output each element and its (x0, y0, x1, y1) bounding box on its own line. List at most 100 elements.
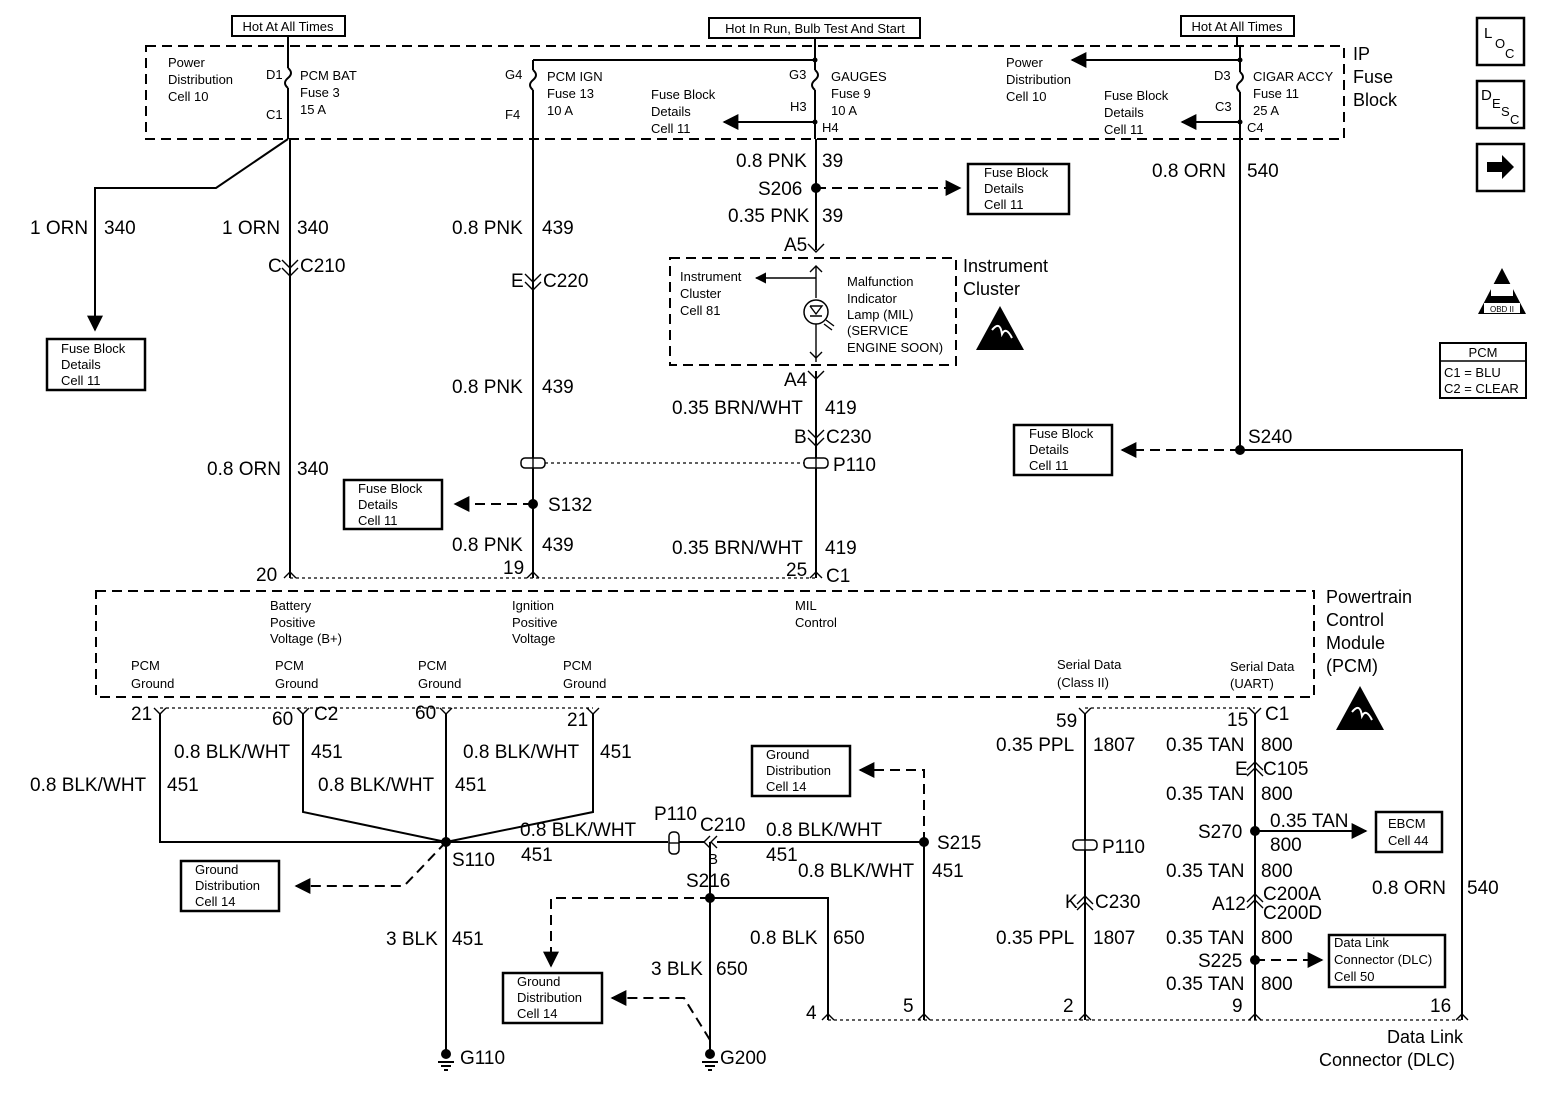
svg-text:(Class II): (Class II) (1057, 675, 1109, 690)
svg-text:1807: 1807 (1093, 928, 1135, 949)
svg-text:A12: A12 (1212, 894, 1246, 915)
ref-box-fuse-block-s206[interactable]: Fuse Block Details Cell 11 (966, 162, 1071, 216)
svg-text:Positive: Positive (512, 615, 558, 630)
svg-text:C3: C3 (1215, 99, 1232, 114)
svg-text:Ground: Ground (418, 676, 461, 691)
svg-text:0.35 PPL: 0.35 PPL (996, 735, 1074, 756)
desc-icon[interactable]: D E S C (1475, 79, 1526, 130)
svg-text:Cell 11: Cell 11 (358, 513, 398, 528)
fuse-11: D3 C3 C4 CIGAR ACCY Fuse 11 25 A (1180, 60, 1334, 139)
svg-text:PCM: PCM (275, 658, 304, 673)
ref-box-ebcm[interactable]: EBCM Cell 44 (1374, 810, 1444, 854)
svg-text:0.8 BLK/WHT: 0.8 BLK/WHT (30, 775, 147, 796)
svg-text:800: 800 (1261, 928, 1293, 949)
svg-text:Cell 44: Cell 44 (1388, 833, 1428, 848)
ref-box-fuse-block-s240[interactable]: Fuse Block Details Cell 11 (1012, 423, 1114, 477)
svg-text:439: 439 (542, 535, 574, 556)
svg-text:4: 4 (806, 1003, 817, 1024)
svg-text:Fuse Block: Fuse Block (61, 341, 126, 356)
circuit-650: S216 0.8 BLK 650 3 BLK 650 (543, 842, 865, 1050)
ref-box-ground-dist-s110[interactable]: Ground Distribution Cell 14 (179, 859, 281, 913)
ref-box-fuse-block-left[interactable]: Fuse Block Details Cell 11 (45, 337, 147, 392)
svg-text:H3: H3 (790, 99, 807, 114)
ref-box-fuse-block-s132[interactable]: Fuse Block Details Cell 11 (342, 478, 444, 531)
svg-text:419: 419 (825, 398, 857, 419)
svg-text:3 BLK: 3 BLK (386, 929, 438, 950)
svg-text:0.35 TAN: 0.35 TAN (1166, 974, 1245, 995)
svg-text:PCM IGN: PCM IGN (547, 69, 603, 84)
svg-text:10 A: 10 A (831, 103, 857, 118)
svg-text:GAUGES: GAUGES (831, 69, 887, 84)
svg-text:Battery: Battery (270, 598, 312, 613)
svg-text:Ground: Ground (517, 974, 560, 989)
svg-text:Distribution: Distribution (168, 72, 233, 87)
svg-text:C220: C220 (543, 271, 588, 292)
svg-text:3 BLK: 3 BLK (651, 959, 703, 980)
svg-text:Ground: Ground (563, 676, 606, 691)
svg-text:C: C (1510, 112, 1519, 127)
connector-p110-mid: P110 (654, 804, 697, 855)
svg-text:39: 39 (822, 206, 843, 227)
loc-icon[interactable]: L O C (1475, 16, 1526, 67)
svg-text:1 ORN: 1 ORN (30, 218, 88, 239)
svg-text:PCM: PCM (131, 658, 160, 673)
svg-text:0.8 BLK/WHT: 0.8 BLK/WHT (798, 861, 915, 882)
svg-text:340: 340 (104, 218, 136, 239)
svg-text:G110: G110 (460, 1048, 505, 1069)
svg-text:1807: 1807 (1093, 735, 1135, 756)
svg-text:0.35 TAN: 0.35 TAN (1166, 928, 1245, 949)
svg-text:451: 451 (766, 845, 798, 866)
svg-text:9: 9 (1232, 996, 1243, 1017)
svg-text:Cell 10: Cell 10 (168, 89, 208, 104)
svg-text:D: D (1481, 87, 1492, 104)
svg-text:Power: Power (1006, 55, 1044, 70)
svg-text:16: 16 (1430, 996, 1451, 1017)
fuse-block-details-right: Fuse Block Details Cell 11 (1104, 88, 1169, 137)
svg-text:G3: G3 (789, 67, 806, 82)
svg-text:PCM: PCM (418, 658, 447, 673)
svg-text:Power: Power (168, 55, 206, 70)
svg-text:C2: C2 (314, 704, 338, 725)
circuit-540: 0.8 ORN 540 S240 0.8 ORN 540 (1120, 139, 1499, 1020)
svg-text:Fuse: Fuse (1353, 67, 1393, 87)
svg-text:21: 21 (131, 704, 152, 725)
svg-text:C1: C1 (266, 107, 283, 122)
svg-text:1 ORN: 1 ORN (222, 218, 280, 239)
svg-text:0.8 BLK/WHT: 0.8 BLK/WHT (318, 775, 435, 796)
svg-text:Malfunction: Malfunction (847, 274, 913, 289)
power-distribution-left-label: Power Distribution Cell 10 (168, 55, 233, 104)
connector-c210-top: C C210 (268, 256, 345, 277)
power-distribution-right-label: Power Distribution Cell 10 (1006, 55, 1071, 104)
svg-text:419: 419 (825, 538, 857, 559)
svg-text:0.35 TAN: 0.35 TAN (1166, 861, 1245, 882)
svg-text:Cell 11: Cell 11 (1104, 122, 1144, 137)
ref-box-ground-dist-s216[interactable]: Ground Distribution Cell 14 (501, 971, 604, 1025)
svg-text:Fuse Block: Fuse Block (358, 481, 423, 496)
next-arrow-icon[interactable] (1475, 142, 1526, 193)
svg-text:Fuse Block: Fuse Block (984, 165, 1049, 180)
svg-text:19: 19 (503, 558, 524, 579)
pcm-top-pins: 20 19 25 C1 (256, 558, 850, 587)
obd-ii-icon: OBD II (1478, 268, 1526, 314)
svg-text:S216: S216 (686, 871, 730, 892)
svg-text:650: 650 (833, 928, 865, 949)
header-hot-at-all-times-left: Hot At All Times (231, 15, 346, 37)
svg-text:(SERVICE: (SERVICE (847, 323, 908, 338)
svg-text:Cell 81: Cell 81 (680, 303, 720, 318)
svg-text:Connector (DLC): Connector (DLC) (1319, 1050, 1455, 1070)
svg-text:S110: S110 (452, 850, 495, 871)
ref-box-dlc-cell[interactable]: Data Link Connector (DLC) Cell 50 (1327, 933, 1447, 989)
circuit-340: 1 ORN 340 1 ORN 340 0.8 ORN 340 C C210 (30, 138, 345, 578)
svg-text:60: 60 (272, 709, 293, 730)
svg-text:Fuse Block: Fuse Block (1029, 426, 1094, 441)
svg-text:S215: S215 (937, 833, 981, 854)
ref-box-ground-dist-top[interactable]: Ground Distribution Cell 14 (750, 744, 852, 798)
svg-text:Connector (DLC): Connector (DLC) (1334, 952, 1432, 967)
svg-text:C2 = CLEAR: C2 = CLEAR (1444, 381, 1519, 396)
svg-text:K: K (1065, 892, 1078, 913)
svg-text:C1 = BLU: C1 = BLU (1444, 365, 1501, 380)
pcm-bottom-pins: 21 60 C2 60 21 59 15 C1 (131, 703, 1289, 732)
svg-text:Instrument: Instrument (680, 269, 742, 284)
svg-text:Control: Control (795, 615, 837, 630)
svg-text:Ground: Ground (195, 862, 238, 877)
